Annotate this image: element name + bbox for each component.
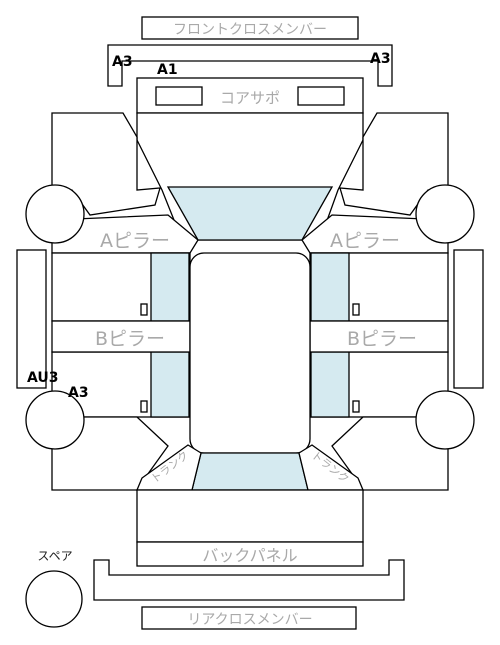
rear-left-wheel[interactable] — [25, 390, 85, 450]
front-left-door-mark — [140, 303, 148, 316]
trunk-lid[interactable] — [136, 489, 364, 543]
rear-window-glass[interactable] — [191, 452, 309, 491]
code-side-left-2: A3 — [68, 385, 89, 401]
a-pillar-left-label: Aピラー — [100, 230, 170, 252]
core-support-left-slot — [155, 86, 203, 106]
front-cross-member-box[interactable] — [141, 16, 359, 40]
b-pillar-left-label: Bピラー — [95, 328, 165, 350]
rear-right-side-glass[interactable] — [310, 351, 350, 418]
rear-right-door-mark — [352, 400, 360, 413]
a-pillar-left[interactable] — [51, 214, 199, 254]
spare-tire-label: スペア — [37, 549, 72, 563]
front-right-door-mark — [352, 303, 360, 316]
rear-cross-member-box[interactable] — [141, 606, 357, 630]
b-pillar-right[interactable] — [309, 320, 449, 353]
back-panel[interactable] — [136, 541, 364, 567]
front-right-side-glass[interactable] — [310, 252, 350, 322]
front-right-wheel[interactable] — [415, 184, 475, 244]
b-pillar-right-label: Bピラー — [347, 328, 417, 350]
right-side-sill[interactable] — [453, 249, 484, 389]
code-front-center: A1 — [157, 62, 178, 78]
left-side-sill[interactable] — [16, 249, 47, 389]
core-support-label: コアサポ — [220, 89, 280, 107]
rear-right-wheel[interactable] — [415, 390, 475, 450]
core-support-right-slot — [297, 86, 345, 106]
spare-tire[interactable] — [25, 570, 83, 628]
a-pillar-right[interactable] — [301, 214, 449, 254]
rear-left-door-mark — [140, 400, 148, 413]
back-panel-label: バックパネル — [202, 546, 297, 565]
front-cross-member-label: フロントクロスメンバー — [173, 22, 327, 38]
code-side-left-1: AU3 — [27, 370, 59, 386]
roof[interactable] — [189, 252, 311, 454]
front-left-side-glass[interactable] — [150, 252, 190, 322]
front-bumper-bracket[interactable] — [107, 44, 393, 87]
rear-bumper-bracket[interactable] — [93, 559, 405, 601]
rear-cross-member-label: リアクロスメンバー — [187, 612, 312, 628]
rear-left-side-glass[interactable] — [150, 351, 190, 418]
front-left-wheel[interactable] — [25, 184, 85, 244]
a-pillar-right-label: Aピラー — [330, 230, 400, 252]
code-front-left: A3 — [112, 54, 133, 70]
code-front-right: A3 — [370, 51, 391, 67]
